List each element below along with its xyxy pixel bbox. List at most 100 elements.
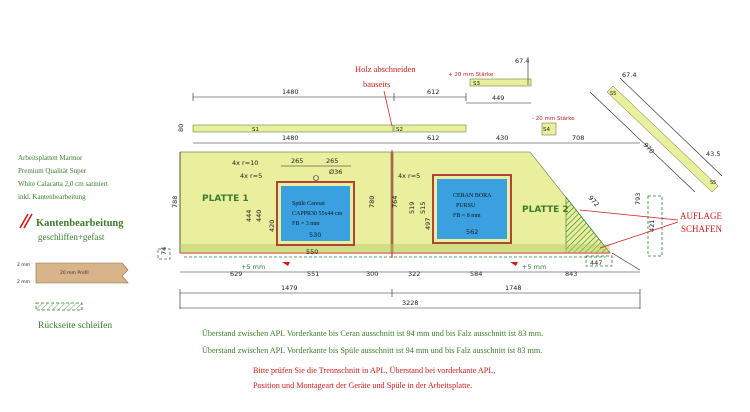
plate-2-label: PLATTE 2 xyxy=(522,205,569,215)
ceran-width: 562 xyxy=(466,228,478,236)
holz-note-2: bauseits xyxy=(363,79,390,89)
sink-line-2: CAPPR30 55x44 cm xyxy=(292,211,343,217)
dim-265-b: 265 xyxy=(326,157,338,165)
dim-67-4-a: 67.4 xyxy=(515,57,529,65)
dim-4xr10: 4x r=10 xyxy=(232,159,258,167)
sink-line-1: Spüle Caressi xyxy=(292,201,325,207)
dim-300: 300 xyxy=(366,270,378,278)
dim-764: 764 xyxy=(391,196,399,208)
dim-1479: 1479 xyxy=(281,284,298,292)
edge-subtitle: geschliffen+gefast xyxy=(38,232,105,242)
profile-label: 20 mm Profil xyxy=(60,270,89,276)
footer-notes: Überstand zwischen APL Vorderkante bis C… xyxy=(202,329,543,390)
profile-board xyxy=(35,262,129,284)
dim-1480-mid: 1480 xyxy=(282,134,299,142)
strip-s5 xyxy=(606,85,719,193)
dim-584: 584 xyxy=(470,270,482,278)
dim-80: 80 xyxy=(177,124,185,132)
sink-frame xyxy=(276,181,355,246)
mm-top: 2 mm xyxy=(17,262,30,268)
strips: S1 S2 S3 S4 S5 S5 xyxy=(192,77,723,193)
dim-74: 74 xyxy=(160,247,168,255)
dim-440: 440 xyxy=(255,210,263,222)
strip-s5b-label: S5 xyxy=(710,180,716,186)
dim-430: 430 xyxy=(496,134,508,142)
dim-36: Ø36 xyxy=(329,168,342,176)
material-line-4: inkl. Kantenbearbeitung xyxy=(18,193,86,201)
dim-551: 551 xyxy=(307,270,319,278)
sink-cutout xyxy=(281,186,350,241)
edge-legend: Kantenbearbeitung geschliffen+gefast xyxy=(19,213,124,242)
dim-449: 449 xyxy=(492,94,504,102)
mm-bottom: 2 mm xyxy=(17,279,30,285)
auflage-2: SCHAFEN xyxy=(681,224,723,234)
material-line-3: White Calacatta 2,0 cm satiniert xyxy=(18,180,108,188)
ceran-line-2: PURSU xyxy=(456,203,476,209)
worktop: PLATTE 1 PLATTE 2 Spüle Caressi CAPPR30 … xyxy=(179,150,611,258)
dim-550: 550 xyxy=(306,248,318,256)
dim-1480-top: 1480 xyxy=(282,88,299,96)
profile-sample: 2 mm 2 mm 20 mm Profil xyxy=(17,262,129,285)
dim-322: 322 xyxy=(408,270,420,278)
footer-line-3: Bitte prüfen Sie die Trennschnitt in APL… xyxy=(253,366,495,375)
dim-3228: 3228 xyxy=(402,299,419,307)
dim-4xr5: 4x r=5 xyxy=(240,172,262,180)
sink-line-3: FB = 3 mm xyxy=(292,221,320,227)
material-line-2: Premium Qualität Super xyxy=(18,167,87,175)
dim-843: 843 xyxy=(565,270,577,278)
dim-5mm-a: +5 mm xyxy=(241,263,265,271)
dim-497: 497 xyxy=(424,218,432,230)
ceran-frame xyxy=(432,174,512,244)
dim-708: 708 xyxy=(572,134,584,142)
dim-612-top: 612 xyxy=(427,88,439,96)
strip-s1-label: S1 xyxy=(252,127,259,133)
plate-1-label: PLATTE 1 xyxy=(202,194,249,204)
dim-1748: 1748 xyxy=(505,284,522,292)
right-overhang xyxy=(647,195,663,257)
strip-s4 xyxy=(541,122,557,136)
dim-793: 793 xyxy=(634,193,642,205)
dim-970: 970 xyxy=(642,141,656,156)
footer-line-2: Überstand zwischen APL Vorderkante bis S… xyxy=(202,346,542,355)
strip-s3-label: S3 xyxy=(473,81,480,87)
sink-width: 530 xyxy=(309,231,321,239)
back-grind-legend: Rückseite schleifen xyxy=(35,302,112,331)
dim-4xr5-b: 4x r=5 xyxy=(398,172,420,180)
ceran-cutout xyxy=(437,179,507,239)
dim-421: 421 xyxy=(648,220,656,232)
dim-420: 420 xyxy=(268,220,276,232)
ceran-line-3: FB = 8 mm xyxy=(453,213,481,219)
dim-67-4-b: 67.4 xyxy=(622,71,636,79)
dim-780: 780 xyxy=(368,196,376,208)
stk20-minus: - 20 mm Stärke xyxy=(532,116,575,122)
dim-972: 972 xyxy=(587,194,601,209)
dim-515: 515 xyxy=(419,202,427,214)
tap-hole xyxy=(313,175,319,181)
stk20-plus: + 20 mm Stärke xyxy=(448,72,494,78)
strip-s4-label: S4 xyxy=(543,127,550,133)
strip-s3 xyxy=(469,78,532,87)
ceran-line-1: CERAN BORA xyxy=(453,193,492,199)
dim-788: 788 xyxy=(171,196,179,208)
dim-629: 629 xyxy=(230,270,242,278)
footer-line-4: Position und Montageart der Geräte und S… xyxy=(253,381,472,390)
dim-265-a: 265 xyxy=(291,157,303,165)
inner-dimensions: 80 788 780 764 519 515 497 444 440 420 7… xyxy=(160,124,656,278)
dim-5mm-b: +5 mm xyxy=(522,263,546,271)
strip-s2 xyxy=(393,124,467,133)
edge-title: Kantenbearbeitung xyxy=(36,218,124,229)
dim-43-5: 43.5 xyxy=(706,150,720,158)
dim-519: 519 xyxy=(408,202,416,214)
holz-note-1: Holz abschneiden xyxy=(355,64,416,74)
dim-612-mid: 612 xyxy=(427,134,439,142)
top-dimensions: 1480 612 449 1480 612 430 708 xyxy=(192,88,640,144)
auflage-1: AUFLAGE xyxy=(680,211,723,221)
strip-s2-label: S2 xyxy=(396,127,403,133)
dim-447: 447 xyxy=(590,259,602,267)
bottom-dimensions: 1479 1748 3228 xyxy=(179,284,641,309)
material-line-1: Arbeitsplatten Marmor xyxy=(18,154,83,162)
material-legend: Arbeitsplatten Marmor Premium Qualität S… xyxy=(18,154,108,201)
back-grind-label: Rückseite schleifen xyxy=(38,320,112,331)
